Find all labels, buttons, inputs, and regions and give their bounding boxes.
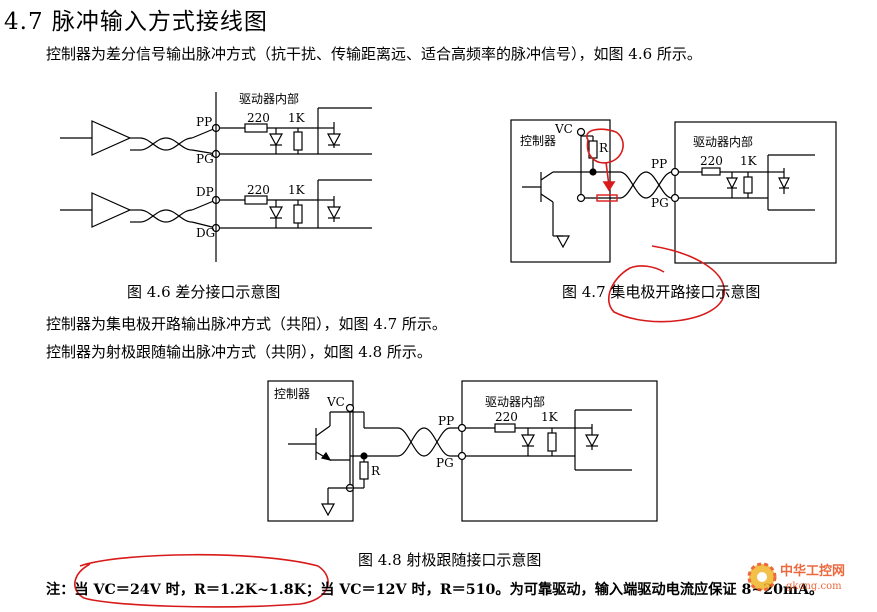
watermark-text-en: gkong.com xyxy=(786,581,842,592)
watermark-logo: 中华工控网 gkong.com xyxy=(742,555,877,600)
fig46-caption: 图 4.6 差分接口示意图 xyxy=(127,283,281,301)
figure-4-8: 控制器 VC R 驱动器内部 PP PG 220 1K xyxy=(267,380,658,522)
fig48-vc-label: VC xyxy=(326,395,345,409)
red-annotation-marks xyxy=(586,128,725,323)
fig47-driver-box xyxy=(674,121,837,264)
fig47-r-label: R xyxy=(599,141,609,155)
red-note-oval xyxy=(74,553,329,608)
fig48-pg-label: PG xyxy=(436,456,454,470)
fig47-controller-box xyxy=(510,119,611,263)
fig47-vc-label: VC xyxy=(554,122,573,136)
fig46-r2-top: 1K xyxy=(288,111,306,125)
fig46-r1-bottom: 220 xyxy=(247,183,270,197)
paragraph-emitter-follower: 控制器为射极跟随输出脉冲方式（共阴），如图 4.8 所示。 xyxy=(46,343,432,361)
fig48-r2-label: 1K xyxy=(541,410,559,424)
fig48-driver-box xyxy=(461,380,658,522)
fig48-r-label: R xyxy=(371,464,381,478)
fig47-r2-label: 1K xyxy=(740,154,758,168)
intro-paragraph: 控制器为差分信号输出脉冲方式（抗干扰、传输距离远、适合高频率的脉冲信号），如图 … xyxy=(46,45,702,63)
figure-4-6: 驱动器内部 PP PG DP DG 220 1K 220 1K xyxy=(60,91,372,262)
fig46-pp-label: PP xyxy=(196,115,212,129)
gear-logo-icon: 中华工控网 gkong.com xyxy=(747,562,845,592)
fig47-r1-label: 220 xyxy=(700,154,723,168)
differential-driver-top xyxy=(91,120,132,156)
watermark-text-cn: 中华工控网 xyxy=(780,563,845,579)
fig47-pp-label: PP xyxy=(651,157,667,171)
fig48-controller-label: 控制器 xyxy=(274,387,310,401)
fig47-caption: 图 4.7 集电极开路接口示意图 xyxy=(562,283,761,301)
fig48-caption: 图 4.8 射极跟随接口示意图 xyxy=(358,551,542,569)
paragraph-open-collector: 控制器为集电极开路输出脉冲方式（共阳），如图 4.7 所示。 xyxy=(46,315,447,333)
fig46-dp-label: DP xyxy=(196,185,214,199)
fig47-controller-label: 控制器 xyxy=(520,134,556,148)
fig48-pp-label: PP xyxy=(438,414,454,428)
fig48-driver-label: 驱动器内部 xyxy=(485,394,545,409)
figure-4-7: VC 控制器 R 驱动器内部 PP PG 220 1K xyxy=(510,119,837,323)
fig46-r1-top: 220 xyxy=(247,111,270,125)
fig46-driver-label: 驱动器内部 xyxy=(239,91,299,106)
fig48-controller-box xyxy=(267,380,354,522)
section-heading: 4.7 脉冲输入方式接线图 xyxy=(4,9,268,35)
fig46-pg-label: PG xyxy=(196,152,214,166)
fig48-r1-label: 220 xyxy=(495,410,518,424)
fig46-dg-label: DG xyxy=(196,226,215,240)
fig47-pg-label: PG xyxy=(651,196,669,210)
fig47-driver-label: 驱动器内部 xyxy=(693,134,753,149)
note-text: 注：当 VC＝24V 时，R＝1.2K~1.8K；当 VC＝12V 时，R＝51… xyxy=(46,582,824,598)
fig46-r2-bottom: 1K xyxy=(288,183,306,197)
differential-driver-bottom xyxy=(91,192,132,228)
